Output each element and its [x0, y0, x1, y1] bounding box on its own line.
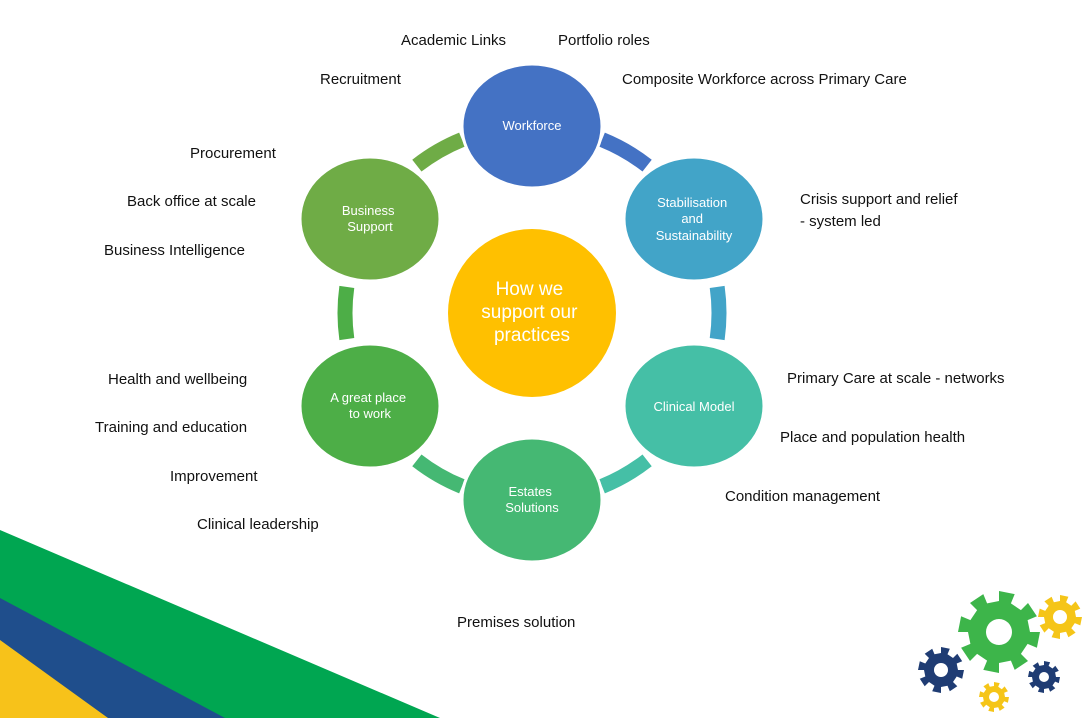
- label-health-wellbeing: Health and wellbeing: [108, 371, 248, 388]
- label-academic-links: Academic Links: [401, 32, 507, 49]
- node-label: Workforce: [503, 118, 562, 133]
- connector-arc: [599, 132, 652, 172]
- label-condition-management: Condition management: [725, 488, 881, 505]
- node-label-line: Sustainability: [656, 228, 733, 243]
- label-business-intelligence: Business Intelligence: [104, 242, 245, 259]
- label-back-office: Back office at scale: [127, 193, 256, 210]
- node-label: Estates Solutions: [505, 484, 559, 515]
- gear-icon: [1038, 595, 1082, 639]
- node-label-line: Solutions: [505, 500, 559, 515]
- center-title-line: practices: [494, 325, 570, 346]
- gears-icon: [918, 591, 1082, 712]
- node-clinical-model: Clinical Model: [622, 342, 766, 470]
- corner-band-yellow: [0, 640, 108, 718]
- node-estates-solutions: Estates Solutions: [460, 436, 604, 564]
- node-label-line: Clinical Model: [654, 399, 735, 414]
- node-label-line: Workforce: [503, 118, 562, 133]
- node-circle: [622, 155, 766, 283]
- gear-icon: [918, 647, 964, 693]
- center-circle: [448, 229, 616, 397]
- node-label-line: Business: [342, 203, 395, 218]
- label-clinical-leadership: Clinical leadership: [197, 516, 319, 533]
- node-circle: [298, 155, 442, 283]
- node-label: Clinical Model: [654, 399, 735, 414]
- node-label-line: Support: [347, 219, 393, 234]
- node-circle: [298, 342, 442, 470]
- gear-icon: [958, 591, 1040, 673]
- center-title-line: support our: [481, 302, 578, 323]
- center-title: How we support our practices: [481, 279, 582, 346]
- center-node: How we support our practices: [448, 229, 616, 397]
- label-place-population-health: Place and population health: [780, 429, 966, 446]
- label-training-education: Training and education: [95, 419, 248, 436]
- label-premises-solution: Premises solution: [457, 614, 576, 631]
- gear-icon: [1028, 661, 1060, 693]
- node-label-line: to work: [349, 406, 391, 421]
- label-crisis-support: Crisis support and relief: [800, 191, 958, 208]
- connector-arc: [599, 454, 652, 494]
- node-great-place-to-work: A great place to work: [298, 342, 442, 470]
- node-label-line: A great place: [330, 390, 406, 405]
- gear-icon: [979, 682, 1009, 712]
- node-workforce: Workforce: [460, 62, 604, 190]
- node-business-support: Business Support: [298, 155, 442, 283]
- node-label-line: Stabilisation: [657, 195, 727, 210]
- node-circle: [460, 436, 604, 564]
- label-recruitment: Recruitment: [320, 71, 401, 88]
- label-composite-workforce: Composite Workforce across Primary Care: [622, 71, 907, 88]
- node-label: Business Support: [342, 203, 398, 234]
- node-label-line: and: [681, 211, 703, 226]
- label-primary-care-networks: Primary Care at scale - networks: [787, 370, 1005, 387]
- connector-arc: [412, 454, 465, 494]
- connector-arc: [709, 285, 727, 341]
- center-title-line: How we: [496, 279, 564, 300]
- connector-arc: [412, 132, 465, 172]
- node-stabilisation: Stabilisation and Sustainability: [622, 155, 766, 283]
- label-system-led: - system led: [800, 213, 881, 230]
- label-improvement: Improvement: [170, 468, 258, 485]
- node-circle: [622, 342, 766, 470]
- label-portfolio-roles: Portfolio roles: [558, 32, 650, 49]
- node-label: Stabilisation and Sustainability: [656, 195, 733, 243]
- node-label: A great place to work: [330, 390, 410, 421]
- connector-arcs: [337, 132, 727, 494]
- node-circle: [460, 62, 604, 190]
- node-label-line: Estates: [509, 484, 553, 499]
- connector-arc: [337, 285, 355, 341]
- label-procurement: Procurement: [190, 145, 276, 162]
